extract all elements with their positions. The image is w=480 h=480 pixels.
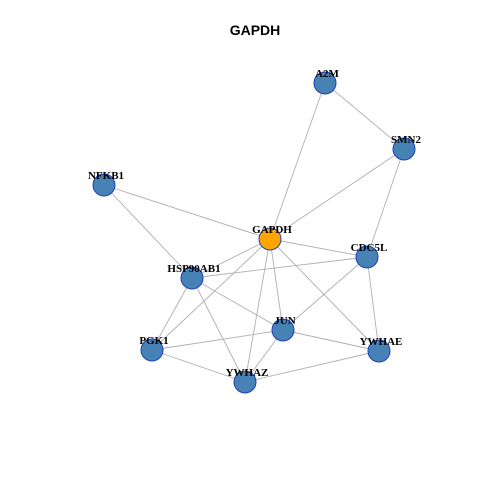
edge-jun-pgk1: [151, 329, 284, 351]
edge-gapdh-jun: [269, 238, 284, 331]
node-label-ywhaz: YWHAZ: [226, 367, 269, 379]
edge-gapdh-pgk1: [151, 238, 271, 351]
edge-nfkb1-gapdh: [103, 184, 271, 240]
edge-pgk1-ywhaz: [151, 349, 246, 383]
edge-smn2-gapdh: [269, 148, 405, 240]
node-label-nfkb1: NFKB1: [88, 170, 124, 182]
edge-gapdh-hsp90ab1: [191, 238, 271, 279]
node-circle-cdc5l: [355, 245, 379, 269]
edge-gapdh-ywhae: [269, 238, 380, 352]
node-circle-gapdh: [258, 227, 282, 251]
edge-jun-ywhae: [282, 329, 380, 352]
node-circle-nfkb1: [92, 173, 116, 197]
edge-smn2-cdc5l: [366, 148, 405, 258]
node-cdc5l: CDC5L: [351, 242, 388, 269]
node-circle-hsp90ab1: [180, 266, 204, 290]
node-jun: JUN: [271, 315, 296, 342]
edge-hsp90ab1-ywhaz: [191, 277, 246, 383]
edge-gapdh-cdc5l: [269, 238, 368, 258]
edge-a2m-gapdh: [269, 82, 326, 240]
edge-gapdh-ywhaz: [244, 238, 271, 383]
node-circle-smn2: [392, 137, 416, 161]
node-circle-jun: [271, 318, 295, 342]
chart-title: GAPDH: [230, 22, 281, 38]
node-a2m: A2M: [313, 68, 340, 95]
node-gapdh: GAPDH: [252, 224, 292, 251]
node-label-gapdh: GAPDH: [252, 224, 292, 236]
edge-cdc5l-jun: [282, 256, 368, 331]
node-smn2: SMN2: [391, 134, 421, 161]
node-label-a2m: A2M: [315, 68, 339, 80]
node-circle-pgk1: [140, 338, 164, 362]
node-circle-a2m: [313, 71, 337, 95]
edge-cdc5l-ywhae: [366, 256, 380, 352]
node-ywhae: YWHAE: [360, 336, 403, 363]
node-pgk1: PGK1: [139, 335, 169, 362]
edge-nfkb1-hsp90ab1: [103, 184, 193, 279]
node-label-smn2: SMN2: [391, 134, 421, 146]
node-ywhaz: YWHAZ: [226, 367, 269, 394]
node-label-cdc5l: CDC5L: [351, 242, 388, 254]
node-label-ywhae: YWHAE: [360, 336, 403, 348]
node-circle-ywhaz: [233, 370, 257, 394]
edge-layer: [103, 82, 405, 383]
node-label-jun: JUN: [274, 315, 295, 327]
edge-cdc5l-hsp90ab1: [191, 256, 368, 279]
edge-ywhaz-ywhae: [244, 350, 380, 383]
node-label-pgk1: PGK1: [139, 335, 168, 347]
edge-hsp90ab1-jun: [191, 277, 284, 331]
edge-hsp90ab1-pgk1: [151, 277, 193, 351]
node-nfkb1: NFKB1: [88, 170, 124, 197]
node-label-hsp90ab1: HSP90AB1: [167, 263, 220, 275]
edge-a2m-smn2: [324, 82, 405, 150]
node-hsp90ab1: HSP90AB1: [167, 263, 221, 290]
node-circle-ywhae: [367, 339, 391, 363]
